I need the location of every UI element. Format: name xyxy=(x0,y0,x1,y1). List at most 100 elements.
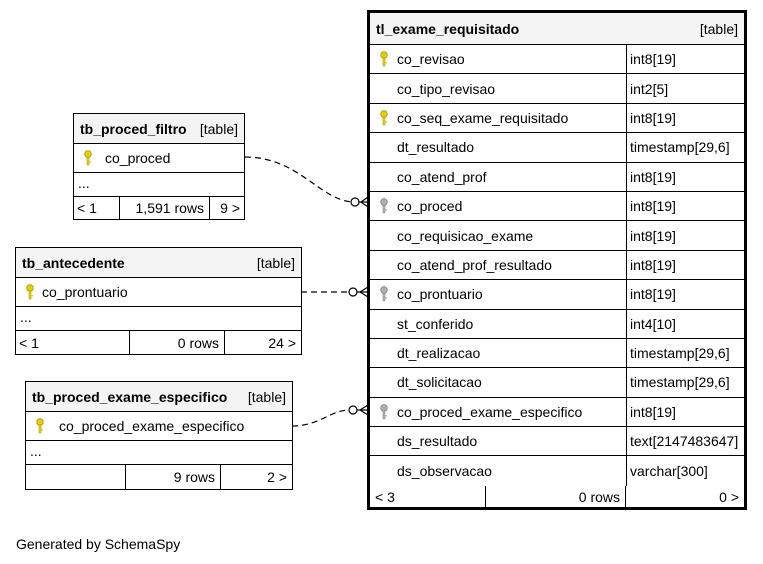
children-link[interactable]: 2 > xyxy=(220,465,292,489)
table-tag: [table] xyxy=(256,254,295,271)
column-row[interactable]: co_proced_exame_especifico xyxy=(26,412,292,441)
column-type: varchar[300] xyxy=(626,456,744,486)
row-count: 1,591 rows xyxy=(119,197,209,219)
crowfoot-exame-especifico xyxy=(348,404,369,416)
table-tag: [table] xyxy=(247,388,286,405)
column-name: co_revisao xyxy=(397,51,465,68)
primary-key-icon xyxy=(380,110,388,126)
more-columns: ... xyxy=(26,441,292,465)
column-name: co_prontuario xyxy=(397,286,483,303)
column-row[interactable]: co_tipo_revisao int2[5] xyxy=(370,74,744,104)
column-row[interactable]: dt_resultado timestamp[29,6] xyxy=(370,133,744,163)
column-type: timestamp[29,6] xyxy=(626,338,744,368)
column-name: dt_solicitacao xyxy=(397,374,482,391)
foreign-key-icon xyxy=(380,286,388,302)
column-row[interactable]: co_proced_exame_especifico int8[19] xyxy=(370,397,744,428)
foreign-key-icon xyxy=(380,403,388,419)
column-name: dt_realizacao xyxy=(397,345,481,362)
primary-key-icon xyxy=(36,418,44,434)
column-type: int8[19] xyxy=(626,45,744,74)
parents-link[interactable]: < 1 xyxy=(77,200,97,216)
parents-link[interactable]: < 1 xyxy=(19,334,39,351)
column-row[interactable]: ds_resultado text[2147483647] xyxy=(370,427,744,457)
table-footer: < 1 0 rows 24 > xyxy=(16,331,301,354)
table-name[interactable]: tb_proced_filtro xyxy=(80,120,187,137)
column-name: co_proced xyxy=(397,198,463,215)
children-link[interactable]: 9 > xyxy=(209,197,244,219)
row-count: 9 rows xyxy=(125,465,220,489)
column-name: st_conferido xyxy=(397,315,474,332)
table-header: tb_proced_filtro [table] xyxy=(74,114,244,144)
column-row[interactable]: co_proced xyxy=(74,144,244,173)
generated-by-label: Generated by SchemaSpy xyxy=(16,536,181,552)
table-name[interactable]: tb_proced_exame_especifico xyxy=(32,388,228,405)
column-row[interactable]: co_revisao int8[19] xyxy=(370,45,744,75)
column-row[interactable]: co_prontuario xyxy=(16,278,301,307)
column-type: int4[10] xyxy=(626,309,744,338)
column-type: int8[19] xyxy=(626,250,744,280)
crowfoot-prontuario xyxy=(348,286,369,298)
table-name[interactable]: tl_exame_requisitado xyxy=(376,20,520,37)
more-columns: ... xyxy=(74,173,244,197)
column-row[interactable]: dt_solicitacao timestamp[29,6] xyxy=(370,368,744,398)
table-header: tb_antecedente [table] xyxy=(16,248,301,278)
table-header: tb_proced_exame_especifico [table] xyxy=(26,382,292,412)
table-footer: < 3 0 rows 0 > xyxy=(370,485,744,509)
table-footer: < 1 1,591 rows 9 > xyxy=(74,197,244,219)
column-name: co_atend_prof_resultado xyxy=(397,256,552,273)
foreign-key-icon xyxy=(380,198,388,214)
column-name: co_tipo_revisao xyxy=(397,80,496,97)
children-link[interactable]: 0 > xyxy=(625,485,744,509)
column-row[interactable]: dt_realizacao timestamp[29,6] xyxy=(370,338,744,369)
more-columns: ... xyxy=(16,307,301,331)
crowfoot-proced xyxy=(350,196,369,208)
column-row[interactable]: co_requisicao_exame int8[19] xyxy=(370,221,744,251)
table-header: tl_exame_requisitado [table] xyxy=(370,13,744,45)
parents-link[interactable] xyxy=(29,465,125,489)
table-name[interactable]: tb_antecedente xyxy=(22,254,125,271)
column-row[interactable]: ds_observacao varchar[300] xyxy=(370,456,744,486)
table-footer: 9 rows 2 > xyxy=(26,465,292,489)
children-link[interactable]: 24 > xyxy=(224,331,301,354)
link-proced xyxy=(244,156,356,203)
link-exame-especifico xyxy=(291,409,351,427)
column-row[interactable]: st_conferido int4[10] xyxy=(370,309,744,339)
column-name: co_requisicao_exame xyxy=(397,227,534,244)
column-name: co_proced_exame_especifico xyxy=(397,403,583,420)
column-name: ds_resultado xyxy=(397,433,478,450)
column-row[interactable]: co_atend_prof int8[19] xyxy=(370,162,744,192)
column-name: co_atend_prof xyxy=(397,168,487,185)
table-tag: [table] xyxy=(699,20,738,37)
primary-key-icon xyxy=(380,51,388,67)
column-type: int8[19] xyxy=(626,397,744,427)
column-type: int8[19] xyxy=(626,162,744,191)
column-type: timestamp[29,6] xyxy=(626,368,744,397)
primary-key-icon xyxy=(26,284,34,300)
column-type: int8[19] xyxy=(626,280,744,309)
row-count: 0 rows xyxy=(129,331,224,354)
row-count: 0 rows xyxy=(485,485,625,509)
table-tag: [table] xyxy=(199,120,238,137)
table-tb-antecedente[interactable]: tb_antecedente [table] co_prontuario ...… xyxy=(15,247,302,355)
column-type: int2[5] xyxy=(626,74,744,103)
column-type: text[2147483647] xyxy=(626,427,744,456)
parents-link[interactable]: < 3 xyxy=(375,489,395,506)
ellipsis: ... xyxy=(20,309,32,325)
column-type: int8[19] xyxy=(626,191,744,221)
column-row[interactable]: co_proced int8[19] xyxy=(370,191,744,222)
column-type: int8[19] xyxy=(626,103,744,133)
column-name: ds_observacao xyxy=(397,463,492,480)
column-row[interactable]: co_atend_prof_resultado int8[19] xyxy=(370,250,744,281)
column-name: co_proced_exame_especifico xyxy=(59,418,245,434)
ellipsis: ... xyxy=(30,443,42,459)
column-name: dt_resultado xyxy=(397,139,475,156)
table-tb-proced-exame-especifico[interactable]: tb_proced_exame_especifico [table] co_pr… xyxy=(25,381,293,490)
table-tb-proced-filtro[interactable]: tb_proced_filtro [table] co_proced ... <… xyxy=(73,113,245,220)
column-row[interactable]: co_prontuario int8[19] xyxy=(370,280,744,310)
column-name: co_prontuario xyxy=(42,284,128,300)
column-type: int8[19] xyxy=(626,221,744,250)
column-type: timestamp[29,6] xyxy=(626,133,744,162)
